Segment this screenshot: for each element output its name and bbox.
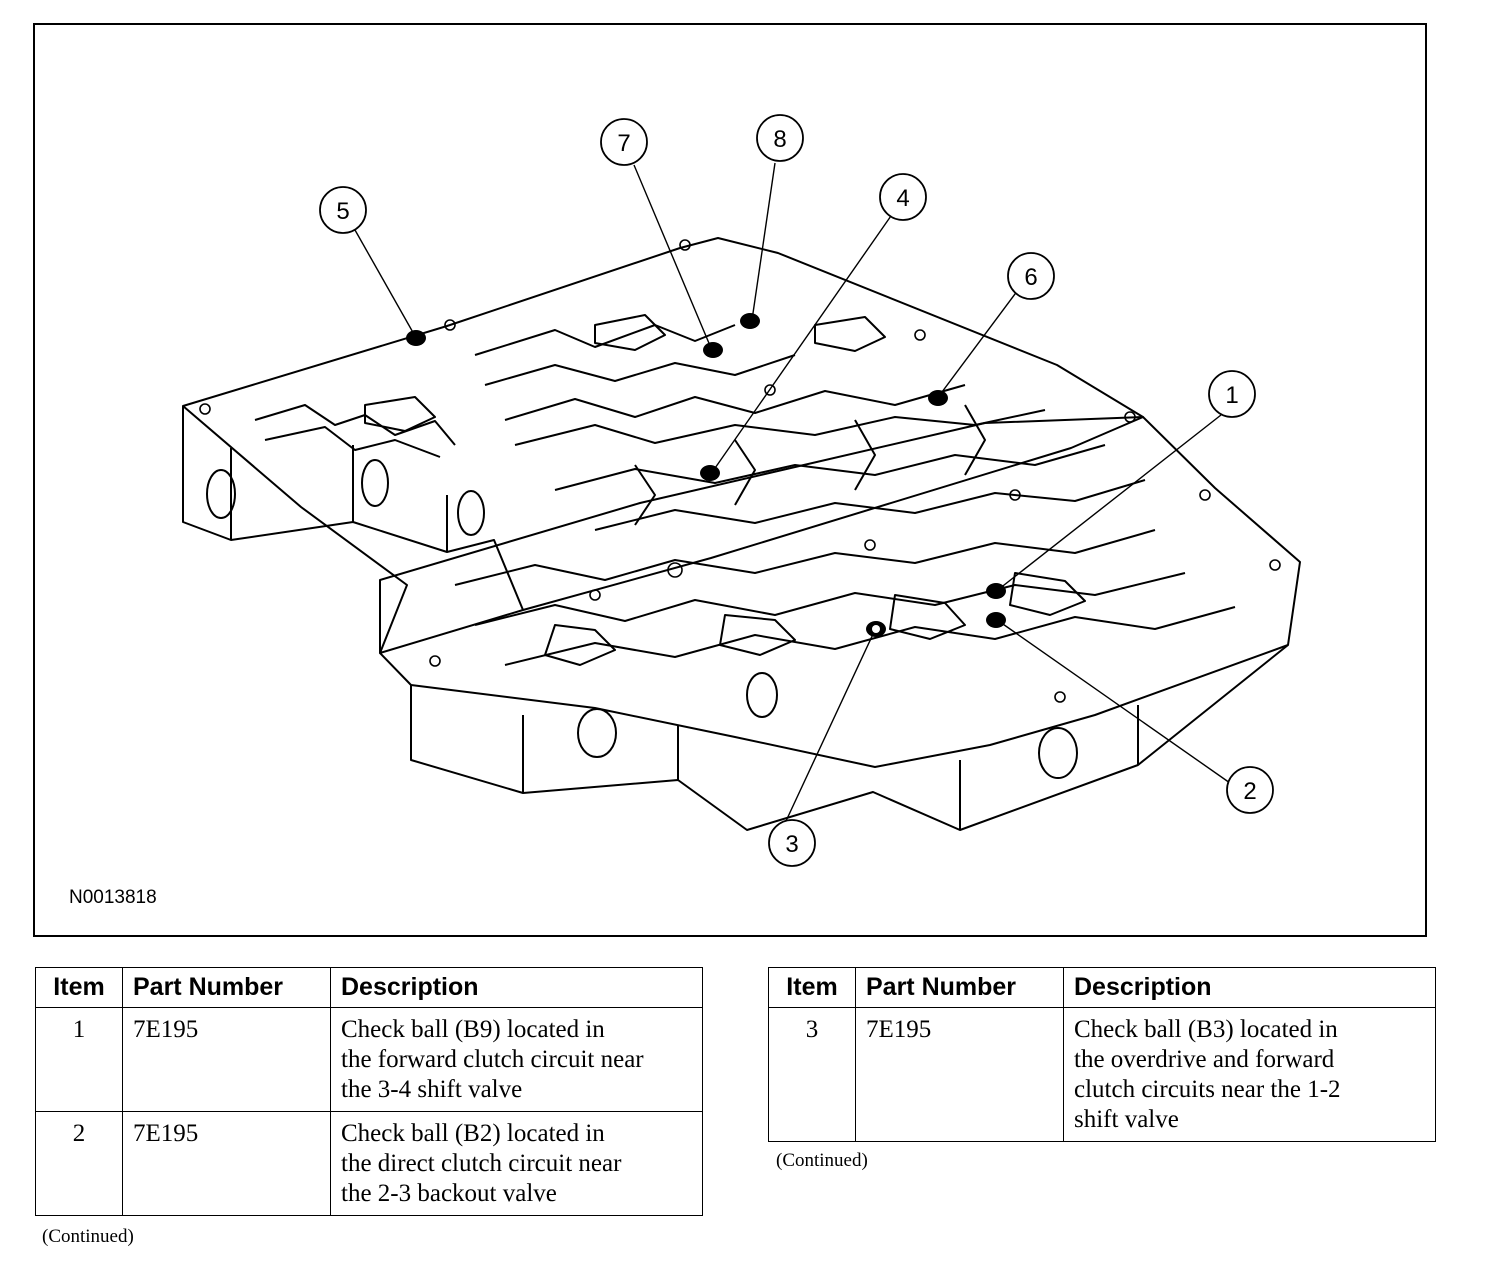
header-item: Item xyxy=(768,967,856,1008)
lower-plate-top-face xyxy=(379,416,1301,768)
check-ball-6 xyxy=(928,390,948,406)
callout-circle-5 xyxy=(319,186,367,234)
continued-note-right: (Continued) xyxy=(776,1150,868,1171)
header-part-number: Part Number xyxy=(855,967,1064,1008)
callout-circle-2 xyxy=(1226,766,1274,814)
callout-circle-1 xyxy=(1208,370,1256,418)
cell-item: 2 xyxy=(35,1111,123,1216)
header-description: Description xyxy=(1063,967,1436,1008)
cell-description: Check ball (B3) located in the overdrive… xyxy=(1063,1007,1436,1142)
parts-table-left: Item Part Number Description 1 7E195 Che… xyxy=(35,967,703,1216)
leader-line-4 xyxy=(712,212,894,472)
cell-part-number: 7E195 xyxy=(122,1111,331,1216)
leader-line-7 xyxy=(633,164,712,349)
description-line: Check ball (B9) located in xyxy=(341,1016,605,1043)
leader-line-5 xyxy=(354,229,416,337)
cell-item: 1 xyxy=(35,1007,123,1112)
callout-circle-3 xyxy=(768,819,816,867)
header-item: Item xyxy=(35,967,123,1008)
table-header-row: Item Part Number Description xyxy=(35,967,703,1008)
description-line: Check ball (B3) located in xyxy=(1074,1016,1338,1043)
table-row: 3 7E195 Check ball (B3) located in the o… xyxy=(768,1007,1436,1142)
callout-circle-7 xyxy=(600,118,648,166)
leader-line-1 xyxy=(998,414,1222,590)
callout-label-1: 1 xyxy=(1225,382,1238,409)
leader-line-8 xyxy=(751,162,776,321)
check-ball-5 xyxy=(406,330,426,346)
header-description: Description xyxy=(330,967,703,1008)
check-ball-4 xyxy=(700,465,720,481)
callout-label-3: 3 xyxy=(785,831,798,858)
description-line: shift valve xyxy=(1074,1106,1179,1133)
leader-line-3 xyxy=(785,631,875,822)
valve-body-illustration: 1 2 3 4 5 6 7 8 N0013818 xyxy=(33,23,1427,937)
callout-label-7: 7 xyxy=(617,130,630,157)
header-part-number: Part Number xyxy=(122,967,331,1008)
description-line: Check ball (B2) located in xyxy=(341,1120,605,1147)
cell-part-number: 7E195 xyxy=(855,1007,1064,1142)
callout-circle-8 xyxy=(756,114,804,162)
check-ball-2 xyxy=(986,612,1006,628)
table-row: 2 7E195 Check ball (B2) located in the d… xyxy=(35,1111,703,1216)
description-line: the overdrive and forward xyxy=(1074,1046,1335,1073)
callout-circle-6 xyxy=(1007,252,1055,300)
callout-label-4: 4 xyxy=(896,185,909,212)
cell-item: 3 xyxy=(768,1007,856,1142)
callout-label-8: 8 xyxy=(773,126,786,153)
callout-label-5: 5 xyxy=(336,198,349,225)
table-header-row: Item Part Number Description xyxy=(768,967,1436,1008)
upper-plate-top-face xyxy=(182,237,1144,654)
valve-body-drawing: 1 2 3 4 5 6 7 8 xyxy=(182,114,1301,867)
callout-label-6: 6 xyxy=(1024,264,1037,291)
cell-description: Check ball (B2) located in the direct cl… xyxy=(330,1111,703,1216)
table-row: 1 7E195 Check ball (B9) located in the f… xyxy=(35,1007,703,1112)
cell-description: Check ball (B9) located in the forward c… xyxy=(330,1007,703,1112)
description-line: the direct clutch circuit near xyxy=(341,1150,622,1177)
check-ball-7 xyxy=(703,342,723,358)
check-ball-8 xyxy=(740,313,760,329)
description-line: the 3-4 shift valve xyxy=(341,1076,523,1103)
figure-id: N0013818 xyxy=(69,887,157,908)
callout-label-2: 2 xyxy=(1243,778,1256,805)
lower-plate-side xyxy=(410,644,1289,831)
leader-line-2 xyxy=(999,621,1231,784)
leader-line-6 xyxy=(938,289,1019,397)
callout-circle-4 xyxy=(879,173,927,221)
continued-note-left: (Continued) xyxy=(42,1226,134,1247)
description-line: clutch circuits near the 1-2 xyxy=(1074,1076,1341,1103)
check-ball-1 xyxy=(986,583,1006,599)
cell-part-number: 7E195 xyxy=(122,1007,331,1112)
parts-table-right: Item Part Number Description 3 7E195 Che… xyxy=(768,967,1436,1142)
description-line: the forward clutch circuit near xyxy=(341,1046,644,1073)
description-line: the 2-3 backout valve xyxy=(341,1180,557,1207)
